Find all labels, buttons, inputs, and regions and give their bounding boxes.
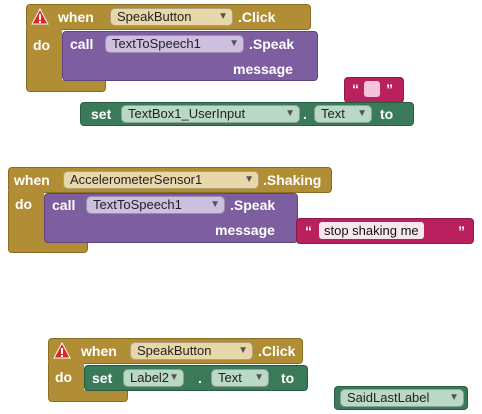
do-label: do — [15, 196, 33, 212]
quote-open: “ — [305, 223, 312, 239]
component-dropdown-textbox[interactable]: TextBox1_UserInput ▼ — [121, 105, 300, 123]
to-label: to — [380, 106, 394, 122]
when-label: when — [58, 9, 94, 25]
quote-close: ” — [458, 223, 465, 239]
component-dropdown-label: TextToSpeech1 — [112, 36, 201, 51]
component-dropdown-label: Label2 — [130, 370, 170, 385]
set-label: set — [92, 370, 113, 386]
property-dropdown-label: Text — [218, 370, 242, 385]
property-dropdown-text[interactable]: Text ▼ — [314, 105, 372, 123]
event-block-body — [26, 28, 62, 90]
chevron-down-icon: ▼ — [285, 108, 295, 119]
do-label: do — [33, 37, 51, 53]
component-dropdown-texttospeech[interactable]: TextToSpeech1 ▼ — [105, 35, 244, 53]
component-dropdown-label: AccelerometerSensor1 — [70, 172, 203, 187]
do-label: do — [55, 369, 73, 385]
property-dropdown-label: Text — [321, 106, 345, 121]
warning-icon[interactable] — [31, 8, 49, 26]
set-label: set — [91, 106, 112, 122]
component-dropdown-speakbutton[interactable]: SpeakButton ▼ — [110, 8, 233, 26]
text-value-empty[interactable] — [364, 81, 380, 97]
chevron-down-icon: ▼ — [169, 372, 179, 383]
property-dropdown-text[interactable]: Text ▼ — [211, 369, 269, 387]
set-block-label2-text[interactable] — [84, 365, 308, 391]
when-label: when — [81, 343, 117, 359]
chevron-down-icon: ▼ — [238, 345, 248, 356]
param-message-label: message — [233, 61, 293, 77]
chevron-down-icon: ▼ — [244, 174, 254, 185]
component-dropdown-label: TextBox1_UserInput — [128, 106, 246, 121]
chevron-down-icon: ▼ — [229, 38, 239, 49]
chevron-down-icon: ▼ — [210, 199, 220, 210]
component-dropdown-speakbutton[interactable]: SpeakButton ▼ — [130, 342, 253, 360]
component-dropdown-texttospeech[interactable]: TextToSpeech1 ▼ — [86, 196, 225, 214]
when-label: when — [14, 172, 50, 188]
event-block-bottom — [26, 80, 106, 92]
to-label: to — [281, 370, 295, 386]
quote-close: ” — [386, 81, 393, 97]
chevron-down-icon: ▼ — [218, 11, 228, 22]
component-dropdown-label: TextToSpeech1 — [93, 197, 182, 212]
event-block-bottom — [8, 240, 88, 253]
call-label: call — [52, 197, 76, 213]
text-value[interactable]: stop shaking me — [319, 222, 424, 239]
event-name: .Click — [238, 9, 276, 25]
event-name: .Click — [258, 343, 296, 359]
param-message-label: message — [215, 222, 275, 238]
event-block-bottom — [48, 390, 128, 402]
component-dropdown-label2[interactable]: Label2 ▼ — [123, 369, 184, 387]
chevron-down-icon: ▼ — [357, 108, 367, 119]
component-dropdown-label: SpeakButton — [117, 9, 192, 24]
component-dropdown-accelerometer[interactable]: AccelerometerSensor1 ▼ — [63, 171, 259, 189]
dot-label: . — [198, 370, 202, 386]
method-name: .Speak — [249, 36, 295, 52]
method-name: .Speak — [230, 197, 276, 213]
event-name: .Shaking — [263, 172, 322, 188]
quote-open: “ — [352, 81, 359, 97]
component-dropdown-label: SpeakButton — [137, 343, 212, 358]
chevron-down-icon: ▼ — [254, 372, 264, 383]
chevron-down-icon: ▼ — [449, 392, 459, 403]
dot-label: . — [303, 106, 307, 122]
warning-icon[interactable] — [53, 342, 71, 360]
component-dropdown-label: SaidLastLabel — [347, 390, 430, 405]
call-label: call — [70, 36, 94, 52]
component-dropdown-saidlastlabel[interactable]: SaidLastLabel ▼ — [340, 389, 464, 407]
